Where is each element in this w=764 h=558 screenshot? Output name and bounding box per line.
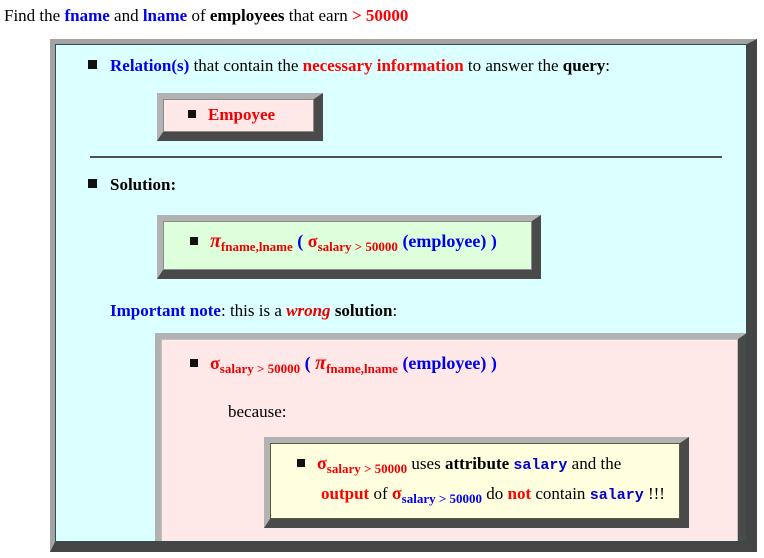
bullet-square-icon [88, 179, 97, 188]
reason-text: contain [531, 484, 590, 503]
bullet-square-icon [190, 237, 198, 245]
because-text: because: [228, 402, 287, 421]
reason-text: and the [567, 454, 622, 473]
reason-text: do [482, 484, 508, 503]
title-fname: fname [64, 6, 110, 25]
reason-content: σsalary > 50000 uses attribute salary an… [270, 443, 680, 519]
slide-frame: Relation(s) that contain the necessary i… [50, 39, 757, 552]
pi-subscript: fname,lname [220, 239, 293, 254]
title-text: and [109, 6, 143, 25]
sigma-subscript: salary > 50000 [401, 491, 483, 506]
title-condition: > 50000 [351, 6, 409, 25]
title-text: of [187, 6, 210, 25]
note-keyword: Important note [110, 301, 221, 320]
relation-query: query [562, 56, 606, 75]
solution-box-content: πfname,lname ( σsalary > 50000 (employee… [163, 221, 532, 270]
reason-box: σsalary > 50000 uses attribute salary an… [264, 437, 689, 528]
reason-line-1: σsalary > 50000 uses attribute salary an… [283, 451, 665, 481]
relation-necessary: necessary information [302, 56, 464, 75]
solution-label: Solution: [110, 175, 177, 194]
reason-output: output [321, 484, 370, 503]
note-text: : [392, 301, 398, 320]
note-solution: solution [330, 301, 393, 320]
reason-text: of [369, 484, 392, 503]
relation-argument: (employee) ) [397, 231, 497, 251]
wrong-expression: σsalary > 50000 ( πfname,lname (employee… [190, 350, 721, 382]
pi-operator: π [315, 352, 327, 374]
reason-not: not [507, 484, 532, 503]
relation-box-content: Empoyee [163, 99, 315, 132]
pi-subscript: fname,lname [326, 361, 398, 376]
sigma-subscript: salary > 50000 [219, 361, 301, 376]
title-lname: lname [142, 6, 188, 25]
bullet-square-icon [188, 110, 196, 118]
sigma-operator: σ [210, 353, 220, 373]
relation-keyword: Relation(s) [110, 56, 190, 75]
salary-attribute: salary [589, 487, 644, 504]
sigma-operator: σ [391, 483, 402, 503]
because-label: because: [228, 401, 721, 422]
relation-heading: Relation(s) that contain the necessary i… [88, 55, 734, 76]
title-text: that earn [284, 6, 352, 25]
solution-heading: Solution: [88, 174, 734, 195]
reason-line-2: output of σsalary > 50000 do not contain… [283, 481, 665, 511]
bullet-square-icon [297, 459, 305, 467]
title-employees: employees [209, 6, 285, 25]
sigma-operator: σ [317, 453, 327, 473]
divider [90, 156, 722, 158]
reason-text: uses [407, 454, 445, 473]
relation-box: Empoyee [157, 93, 324, 141]
slide-content: Relation(s) that contain the necessary i… [55, 44, 747, 542]
salary-attribute: salary [513, 457, 568, 474]
reason-attribute: attribute [444, 454, 514, 473]
open-paren: ( [292, 231, 308, 251]
wrong-solution-content: σsalary > 50000 ( πfname,lname (employee… [161, 339, 738, 541]
sigma-operator: σ [307, 231, 318, 251]
title-text: Find the [4, 6, 65, 25]
relation-text: : [605, 56, 611, 75]
relation-name: Empoyee [208, 105, 276, 124]
relation-argument: (employee) ) [397, 353, 497, 373]
open-paren: ( [300, 353, 316, 373]
solution-box: πfname,lname ( σsalary > 50000 (employee… [157, 215, 541, 279]
page-title: Find the fname and lname of employees th… [4, 5, 764, 27]
sigma-subscript: salary > 50000 [326, 461, 408, 476]
pi-operator: π [210, 230, 221, 252]
note-heading: Important note: this is a wrong solution… [110, 300, 734, 321]
relation-text: that contain the [189, 56, 303, 75]
bullet-square-icon [190, 359, 198, 367]
relation-text: to answer the [463, 56, 563, 75]
note-wrong: wrong [286, 301, 331, 320]
note-text: : this is a [220, 301, 287, 320]
bullet-square-icon [88, 60, 97, 69]
sigma-subscript: salary > 50000 [317, 239, 398, 254]
wrong-solution-box: σsalary > 50000 ( πfname,lname (employee… [155, 333, 746, 541]
reason-text: !!! [643, 484, 665, 503]
